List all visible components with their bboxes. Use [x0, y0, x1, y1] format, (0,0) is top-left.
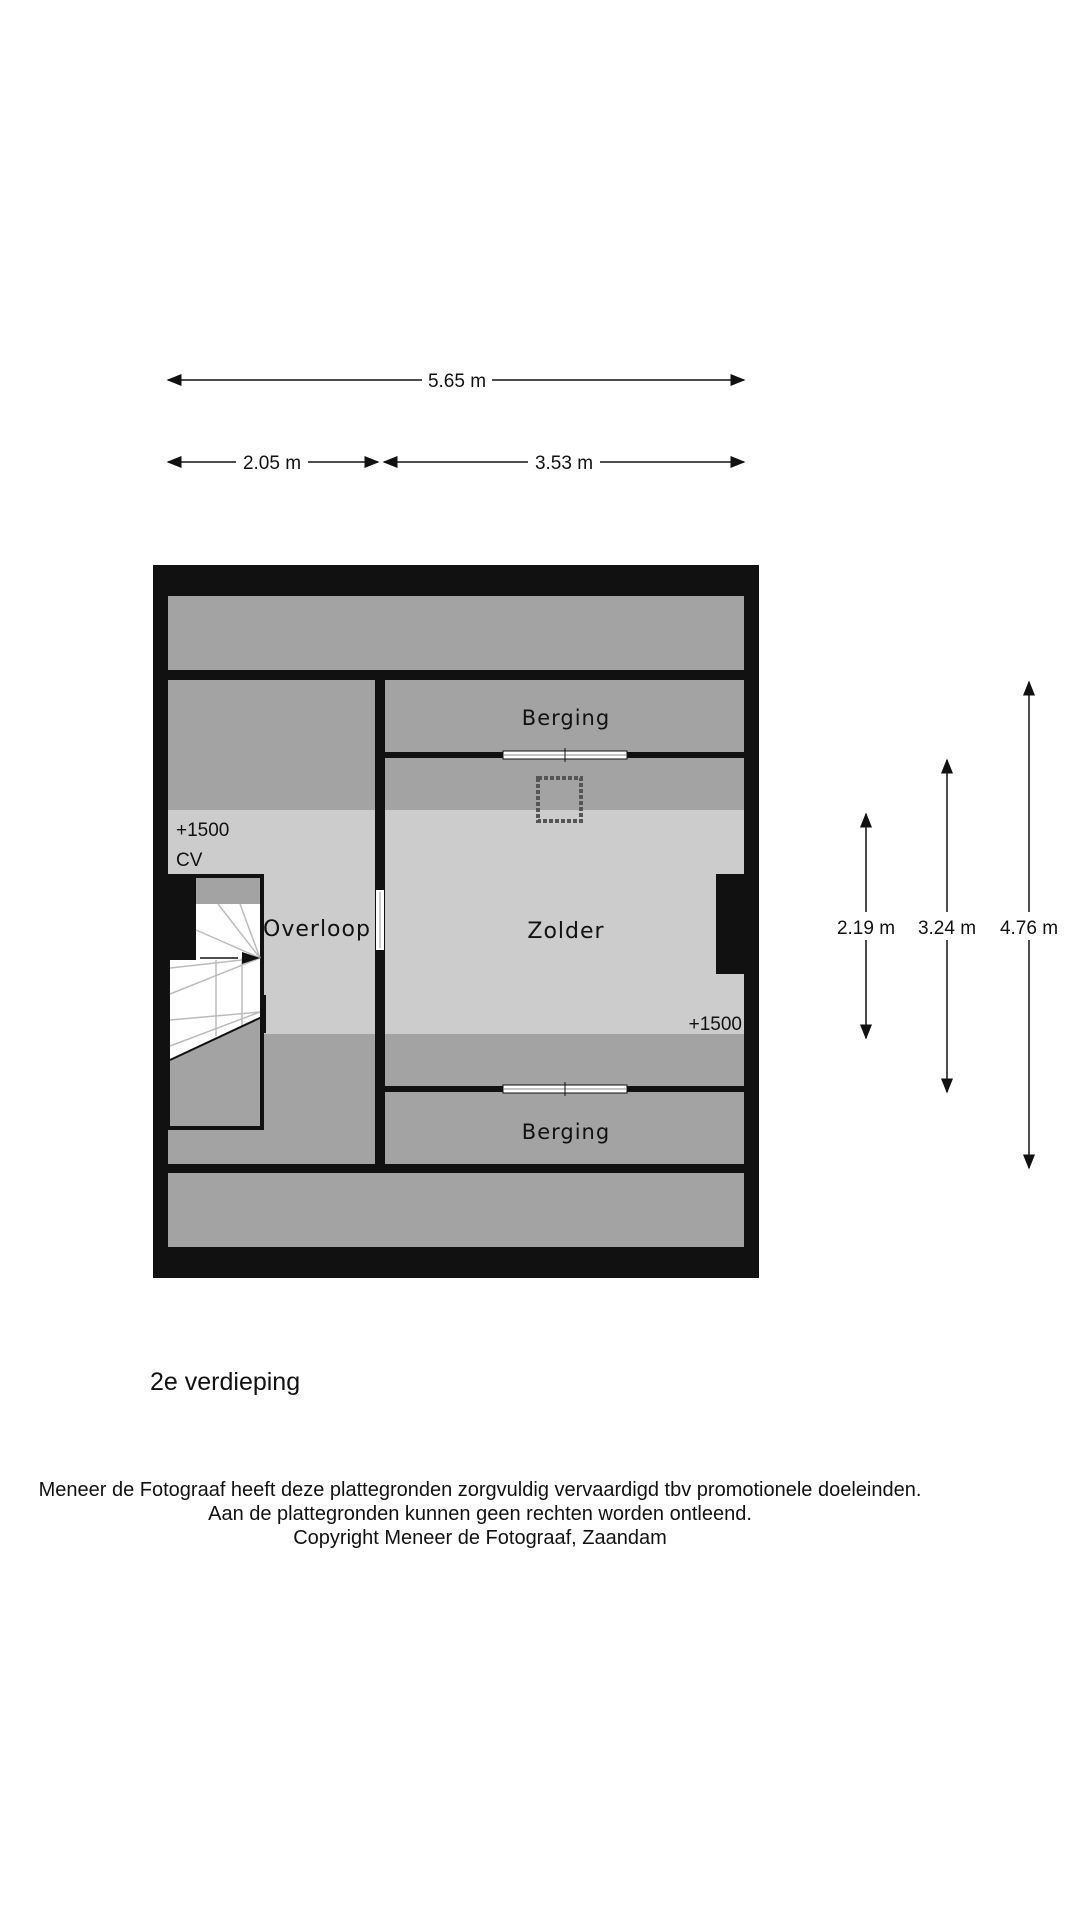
eaves-bottom [168, 1173, 744, 1247]
dimension-height-total: 4.76 m [1000, 680, 1058, 1170]
attic-standing-zone [385, 810, 744, 1034]
disclaimer-line-2: Aan de plattegronden kunnen geen rechten… [208, 1503, 752, 1525]
sliding-door-bottom [502, 1082, 628, 1096]
dimension-total-width: 5.65 m [166, 371, 746, 392]
sliding-door-top [502, 748, 628, 762]
room-label-storage-bottom: Berging [522, 1120, 610, 1144]
height-marker-left: +1500 [176, 820, 229, 841]
room-label-storage-top: Berging [522, 706, 610, 730]
dimension-left-width: 2.05 m [166, 453, 380, 474]
dimension-left-width-label: 2.05 m [243, 453, 301, 474]
disclaimer: Meneer de Fotograaf heeft deze plattegro… [0, 1478, 960, 1550]
room-storage-bottom [385, 1092, 744, 1164]
dimension-height-mid-label: 3.24 m [918, 918, 976, 939]
heating-label: CV [176, 850, 203, 871]
chimney [716, 874, 746, 974]
staircase [166, 874, 266, 1130]
dimension-right-width-label: 3.53 m [535, 453, 593, 474]
wall-bottom-divider [153, 1164, 759, 1173]
disclaimer-line-3: Copyright Meneer de Fotograaf, Zaandam [293, 1527, 667, 1549]
dimension-height-mid: 3.24 m [918, 758, 976, 1094]
disclaimer-line-1: Meneer de Fotograaf heeft deze plattegro… [38, 1479, 922, 1501]
eaves-top [168, 596, 744, 670]
height-marker-right: +1500 [689, 1014, 742, 1035]
skylight-icon [536, 776, 583, 823]
dimension-total-width-label: 5.65 m [428, 371, 486, 392]
room-storage-top [385, 680, 744, 752]
floor-level-label: 2e verdieping [150, 1368, 301, 1396]
dimension-height-inner: 2.19 m [837, 812, 895, 1040]
dimension-height-inner-label: 2.19 m [837, 918, 895, 939]
wall-top-divider [153, 670, 759, 680]
room-label-landing: Overloop [263, 917, 371, 942]
dimension-right-width: 3.53 m [382, 453, 746, 474]
room-label-attic: Zolder [527, 919, 604, 944]
dimension-height-total-label: 4.76 m [1000, 918, 1058, 939]
floor-plan-body: Berging Zolder Overloop Berging +1500 CV… [153, 565, 759, 1278]
